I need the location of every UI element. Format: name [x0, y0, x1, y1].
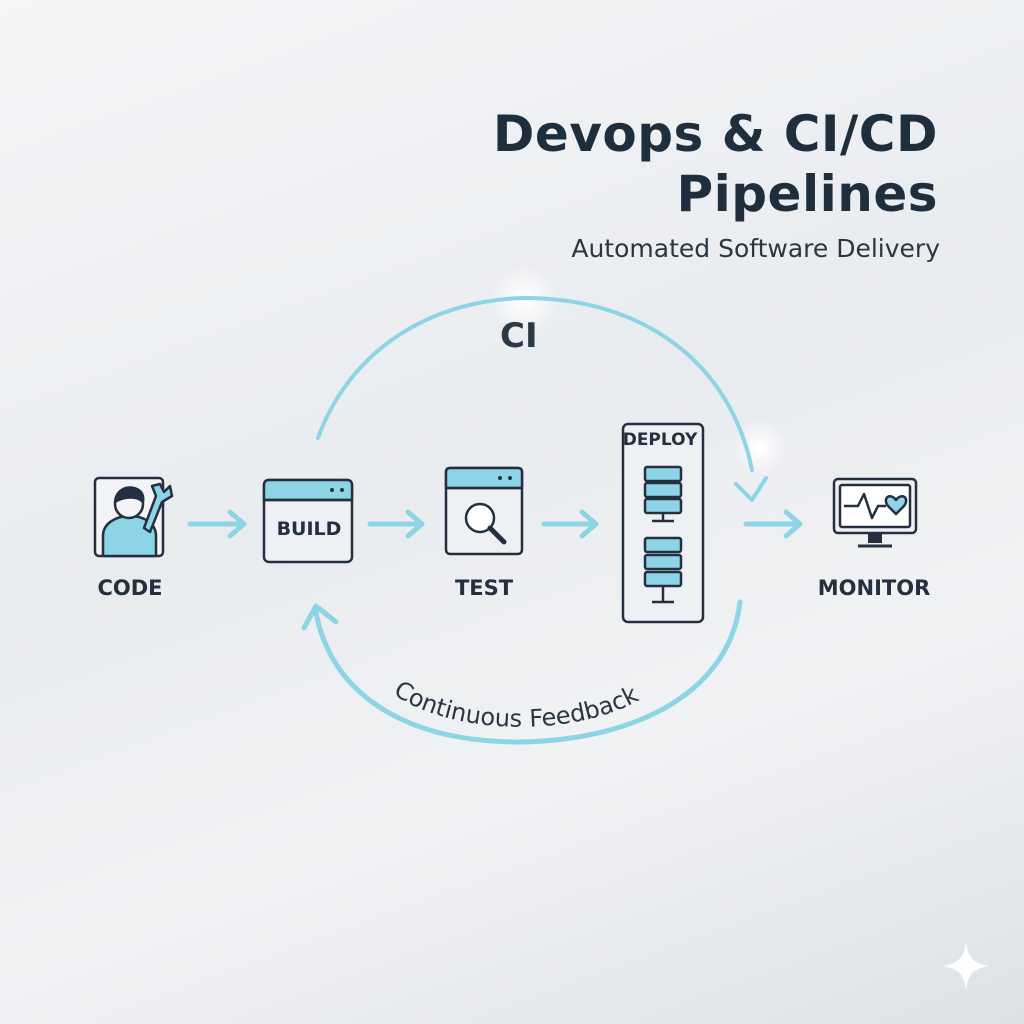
title-line-1: Devops & CI/CD — [492, 105, 938, 163]
server-stack-icon — [621, 422, 705, 624]
title-line-2: Pipelines — [676, 165, 938, 223]
page-subtitle: Automated Software Delivery — [571, 234, 940, 263]
arrow-code-build — [187, 509, 247, 539]
server-stack-upper — [643, 465, 683, 523]
feedback-loop-arc — [313, 599, 743, 745]
deploy-icon-label: DEPLOY — [622, 430, 698, 450]
feedback-arrowhead — [301, 603, 339, 631]
build-icon-label: BUILD — [276, 518, 342, 540]
developer-with-wrench-icon — [93, 476, 174, 558]
ci-arrowhead — [734, 476, 768, 502]
sparkle-icon — [942, 942, 990, 990]
ci-label: CI — [500, 316, 538, 356]
ci-loop-arc — [316, 295, 754, 472]
glow-right — [732, 420, 788, 476]
monitor-heartbeat-icon — [832, 477, 918, 548]
server-stack-lower — [643, 536, 683, 604]
build-window-icon — [262, 478, 354, 564]
arrow-deploy-monitor — [743, 509, 803, 539]
arrow-build-test — [367, 509, 425, 539]
feedback-label-path: Continuous Feedback — [389, 675, 642, 733]
flow-arrows — [187, 509, 803, 539]
feedback-label: Continuous Feedback — [389, 675, 642, 733]
code-label: CODE — [97, 576, 163, 600]
arrow-test-deploy — [541, 509, 599, 539]
page-title: Devops & CI/CD Pipelines — [493, 104, 938, 224]
test-label: TEST — [454, 576, 514, 600]
test-magnifier-icon — [444, 466, 524, 556]
monitor-label: MONITOR — [817, 576, 931, 600]
